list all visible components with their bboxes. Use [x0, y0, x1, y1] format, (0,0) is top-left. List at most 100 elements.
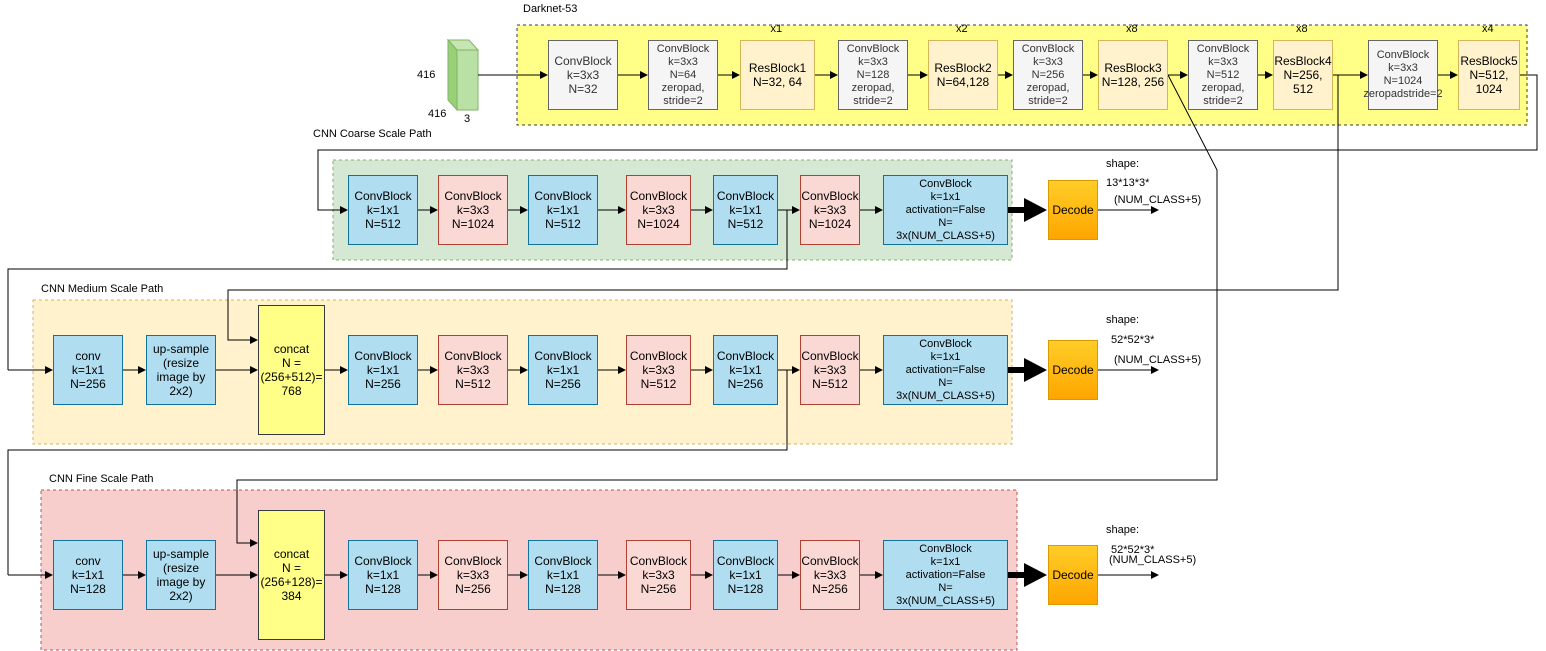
fine-convblock-7-title: ConvBlock [919, 542, 972, 555]
darknet-block-4-line: zeropad, [851, 81, 895, 94]
medium-convblock-7-line: k=1x1 [930, 350, 961, 363]
medium-shape-suffix: (NUM_CLASS+5) [1114, 354, 1202, 366]
fine-convblock-3-title: ConvBlock [534, 554, 592, 568]
darknet-block-4-line: k=3x3 [858, 55, 888, 68]
fine-shape-suffix: (NUM_CLASS+5) [1109, 554, 1197, 566]
coarse-convblock-3-line: N=512 [545, 217, 581, 231]
coarse-convblock-2-title: ConvBlock [444, 189, 502, 203]
fine-convblock-1-line: k=1x1 [366, 568, 400, 582]
fine-conv-line: N=128 [70, 582, 106, 596]
fine-convblock-4-line: k=3x3 [642, 568, 675, 582]
route-medium-branch [7, 369, 788, 575]
medium-concat-line: N = [281, 356, 301, 370]
medium-convblock-1-line: N=256 [365, 377, 401, 391]
darknet-repeat-9: x8 [1296, 23, 1308, 35]
route-resblock3 [236, 74, 1218, 547]
coarse-convblock-3-line: k=1x1 [546, 203, 580, 217]
darknet-block-6-line: zeropad, [1026, 81, 1070, 94]
darknet-repeat-5: x2 [956, 23, 968, 35]
decode-arrows [1008, 198, 1047, 587]
coarse-title: CNN Coarse Scale Path [313, 128, 432, 140]
fine-convblock-6-line: N=256 [812, 582, 848, 596]
medium-decode-box: Decode [1048, 340, 1098, 400]
medium-conv-line: N=256 [70, 377, 106, 391]
darknet-block-1-line: k=3x3 [566, 68, 600, 82]
coarse-shape-suffix: (NUM_CLASS+5) [1114, 194, 1202, 206]
coarse-convblock-5-title: ConvBlock [716, 189, 775, 203]
fine-convblock-2-line: k=3x3 [456, 568, 490, 582]
fine-concat-line: N = [281, 561, 301, 575]
darknet-block-6-line: k=3x3 [1033, 55, 1063, 68]
coarse-convblock-7-title: ConvBlock [919, 177, 972, 190]
medium-conv-title: conv [75, 349, 101, 363]
medium-convblock-4-title: ConvBlock [629, 349, 688, 363]
coarse-convblock-1-title: ConvBlock [354, 189, 412, 203]
medium-convblock-3-line: N=256 [545, 377, 581, 391]
fine-convblock-7-line: 3x(NUM_CLASS+5) [896, 594, 995, 607]
medium-concat-line: 768 [281, 384, 302, 398]
fine-convblock-6-line: k=3x3 [813, 568, 847, 582]
fine-convblock-6-title: ConvBlock [801, 554, 859, 568]
medium-convblock-5-line: N=256 [727, 377, 764, 391]
darknet-block-4-title: ConvBlock [846, 42, 900, 55]
coarse-convblock-5-line: N=512 [727, 217, 764, 231]
darknet-repeat-3: x1 [770, 23, 783, 35]
darknet-block-2-line: zeropad, [661, 81, 705, 94]
darknet-block-3-line: N=32, 64 [752, 75, 803, 89]
fine-convblock-7-line: k=1x1 [930, 555, 961, 568]
coarse-convblock-4-title: ConvBlock [629, 189, 688, 203]
fine-concat-title: concat [273, 547, 310, 561]
coarse-decode-box: Decode [1048, 180, 1098, 240]
darknet-block-8-line: N=512 [1206, 68, 1240, 81]
cube-icon [446, 38, 480, 112]
darknet-repeat-11: x4 [1482, 23, 1494, 35]
darknet-block-4-line: N=128 [856, 68, 890, 81]
darknet-block-7-title: ResBlock3 [1104, 61, 1162, 75]
fine-upsample-line: image by [156, 575, 206, 589]
fine-upsample-line: up-sample [152, 547, 210, 561]
medium-shape-label: shape: [1106, 314, 1140, 326]
darknet-block-1-line: N=32 [568, 82, 598, 96]
medium-convblock-4-line: N=512 [640, 377, 677, 391]
medium-convblock-5-line: k=1x1 [729, 363, 762, 377]
darknet-block-10-line: k=3x3 [1388, 62, 1418, 74]
fine-decode-box: Decode [1048, 545, 1098, 605]
fine-convblock-4-title: ConvBlock [629, 554, 688, 568]
darknet-block-11-title: ResBlock5 [1460, 54, 1518, 68]
fine-shape-label: shape: [1106, 524, 1140, 536]
input-height-label: 416 [417, 69, 436, 81]
medium-convblock-6-line: k=3x3 [813, 363, 847, 377]
coarse-convblock-7-line: activation=False [905, 203, 986, 216]
fine-convblock-5-line: k=1x1 [729, 568, 762, 582]
route-coarse-branch [7, 209, 788, 370]
medium-convblock-7-title: ConvBlock [919, 337, 972, 350]
coarse-convblock-6-line: N=1024 [808, 217, 852, 231]
coarse-convblock-6-line: k=3x3 [813, 203, 847, 217]
medium-upsample-line: up-sample [152, 342, 210, 356]
medium-convblock-7-line: activation=False [905, 363, 986, 376]
darknet-block-5-line: N=64,128 [936, 75, 990, 89]
medium-decode-label: Decode [1052, 363, 1094, 377]
coarse-convblock-2-line: k=3x3 [456, 203, 490, 217]
darknet-block-10-title: ConvBlock [1376, 49, 1430, 61]
darknet-block-8-line: k=3x3 [1208, 55, 1238, 68]
